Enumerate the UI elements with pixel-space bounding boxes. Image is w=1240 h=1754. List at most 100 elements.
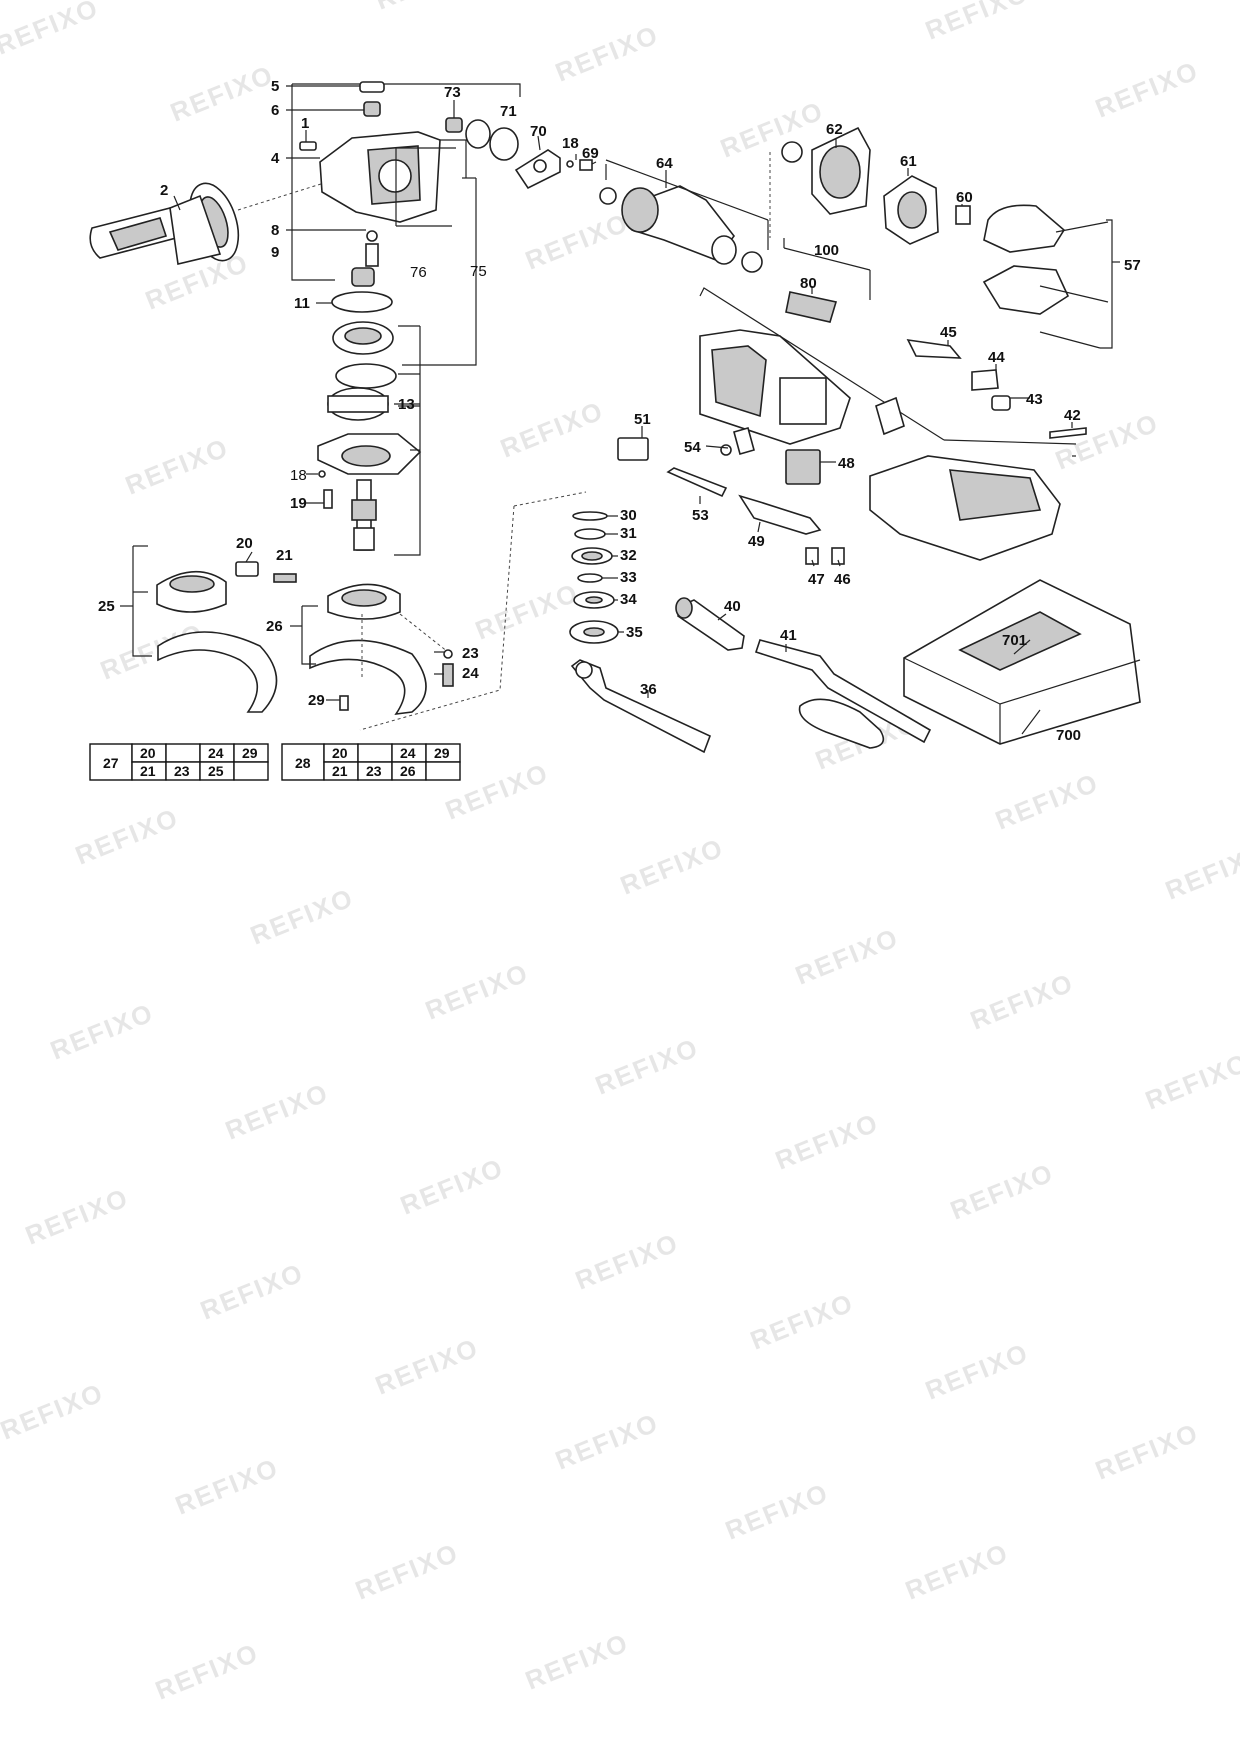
- part-label: 32: [620, 547, 637, 564]
- watermark: REFIXO: [946, 1157, 1058, 1226]
- part-label: 51: [634, 411, 651, 428]
- kit-cell: 20: [140, 745, 156, 761]
- watermark: REFIXO: [746, 1287, 858, 1356]
- watermark: REFIXO: [1141, 1047, 1240, 1116]
- gear-housing: [299, 81, 441, 287]
- part-label: 25: [98, 598, 115, 615]
- part-label: 24: [462, 665, 479, 682]
- watermark: REFIXO: [771, 1107, 883, 1176]
- terminal-47-46: [805, 547, 845, 565]
- kit-cell: 20: [332, 745, 348, 761]
- part-label: 43: [1026, 391, 1043, 408]
- part-label: 26: [266, 618, 283, 635]
- part-label: 71: [500, 103, 517, 120]
- brush-pair-57: [982, 204, 1120, 349]
- watermark: REFIXO: [921, 1337, 1033, 1406]
- part-label: 29: [308, 692, 325, 709]
- part-label: 70: [530, 123, 547, 140]
- kit-cell: 29: [434, 745, 450, 761]
- part-label: 49: [748, 533, 765, 550]
- watermark: REFIXO: [471, 577, 583, 646]
- kit-cell: 24: [208, 745, 224, 761]
- part-label: 76: [410, 264, 427, 281]
- kit-cell: 26: [400, 763, 416, 779]
- part-label: 20: [236, 535, 253, 552]
- part-label: 45: [940, 324, 957, 341]
- cable-41: [754, 639, 932, 749]
- watermark: REFIXO: [496, 395, 608, 464]
- part-label: 54: [684, 439, 701, 456]
- part-label: 11: [294, 295, 310, 312]
- part-labels: 5 6 1 4 2 8 9 76 75 11 13 18 19 20 21 25…: [98, 78, 1141, 744]
- kit-cell: 21: [140, 763, 156, 779]
- watermark: REFIXO: [791, 922, 903, 991]
- screw-43: [991, 395, 1011, 411]
- part-label: 40: [724, 598, 741, 615]
- watermark: REFIXO: [1091, 1417, 1203, 1486]
- part-label: 64: [656, 155, 673, 172]
- switch-49: [738, 494, 822, 535]
- leader-lines: [173, 85, 1073, 735]
- part-label: 5: [271, 78, 279, 95]
- watermark: REFIXO: [966, 967, 1078, 1036]
- part-label: 69: [582, 145, 599, 162]
- part-label: 19: [290, 495, 307, 512]
- kit-cell: 21: [332, 763, 348, 779]
- part-label: 73: [444, 84, 461, 101]
- watermark: REFIXO: [171, 1452, 283, 1521]
- kit-label: 27: [103, 755, 119, 771]
- spindle-stack: [317, 291, 422, 551]
- case-700: [903, 579, 1141, 745]
- kit-cell: 25: [208, 763, 224, 779]
- watermark: REFIXO: [96, 617, 208, 686]
- watermark: REFIXO: [921, 0, 1033, 46]
- watermark: REFIXO: [571, 1227, 683, 1296]
- part-label: 13: [398, 396, 415, 413]
- watermark: REFIXO: [71, 802, 183, 871]
- bracket-44: [971, 369, 999, 391]
- watermark: REFIXO: [196, 1257, 308, 1326]
- kit-cell: 23: [174, 763, 190, 779]
- guard-26: [290, 583, 427, 716]
- watermark: REFIXO: [166, 59, 278, 128]
- part-label: 2: [160, 182, 168, 199]
- watermark: REFIXO: [371, 0, 483, 16]
- part-label: 31: [620, 525, 637, 542]
- bearing-73-71: [445, 117, 519, 161]
- field-62: [781, 126, 871, 215]
- part-label: 30: [620, 507, 637, 524]
- watermark: REFIXO: [1091, 55, 1203, 124]
- watermark: REFIXO: [901, 1537, 1013, 1606]
- part-label: 23: [462, 645, 479, 662]
- screw-23-24: [442, 649, 454, 687]
- watermark: REFIXO: [21, 1182, 133, 1251]
- part-label: 8: [271, 222, 279, 239]
- part-label: 62: [826, 121, 843, 138]
- kit-cell: 23: [366, 763, 382, 779]
- watermark: REFIXO: [551, 19, 663, 88]
- sticker-80: [785, 291, 838, 323]
- part-label: 36: [640, 681, 657, 698]
- part-label: 57: [1124, 257, 1141, 274]
- kit-table-28: 28 20 24 29 21 23 26: [281, 743, 461, 781]
- watermark: REFIXO: [1161, 837, 1240, 906]
- guard-25: [120, 545, 278, 713]
- capacitor-48: [785, 449, 821, 485]
- part-label: 53: [692, 507, 709, 524]
- motor-housing: [699, 287, 945, 445]
- clip-54: [720, 427, 755, 456]
- watermark: REFIXO: [0, 0, 103, 61]
- plate-70: [514, 149, 593, 190]
- clamp-20-21: [235, 561, 297, 583]
- part-label: 34: [620, 591, 637, 608]
- kit-cell: 24: [400, 745, 416, 761]
- watermark: REFIXO: [221, 1077, 333, 1146]
- kit-cell: 29: [242, 745, 258, 761]
- part-label: 21: [276, 547, 293, 564]
- part-label: 75: [470, 263, 487, 280]
- sleeve-40: [675, 597, 745, 651]
- part-label: 44: [988, 349, 1005, 366]
- watermark: REFIXO: [421, 957, 533, 1026]
- part-label: 42: [1064, 407, 1081, 424]
